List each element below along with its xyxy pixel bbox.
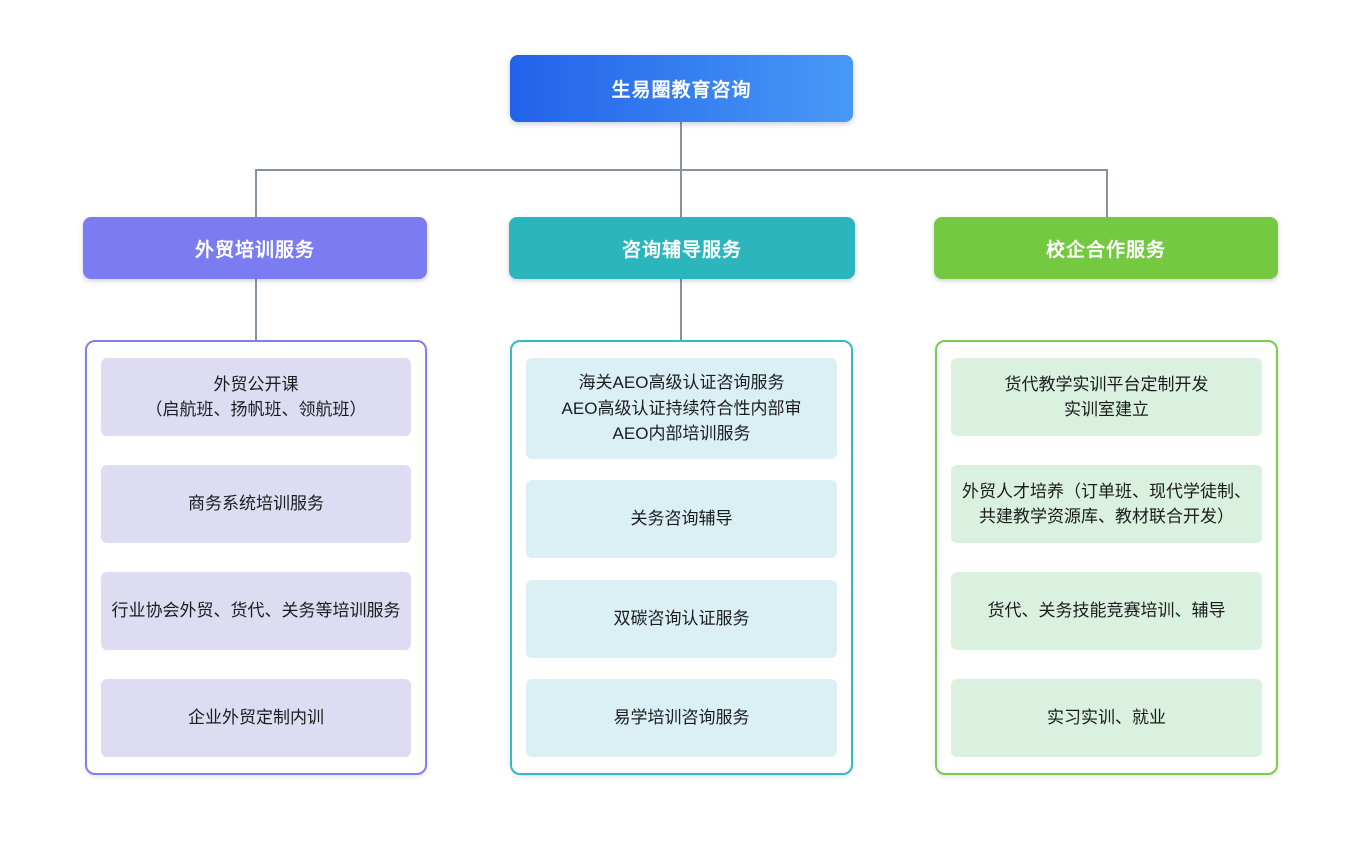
branch-header-label: 咨询辅导服务	[621, 239, 742, 261]
root-node-label: 生易圈教育咨询	[611, 80, 752, 101]
node-item: 企业外贸定制内训	[101, 679, 411, 757]
connector-drop-branch-1	[255, 169, 257, 217]
node-item: 外贸人才培养（订单班、现代学徒制、共建教学资源库、教材联合开发）	[951, 465, 1262, 543]
node-item: 行业协会外贸、货代、关务等培训服务	[101, 572, 411, 650]
node-item: 海关AEO高级认证咨询服务 AEO高级认证持续符合性内部审 AEO内部培训服务	[526, 358, 837, 459]
node-item: 货代、关务技能竞赛培训、辅导	[951, 572, 1262, 650]
node-item: 实习实训、就业	[951, 679, 1262, 757]
branch-container-foreign-trade-training: 外贸公开课 （启航班、扬帆班、领航班） 商务系统培训服务 行业协会外贸、货代、关…	[85, 340, 427, 775]
connector-drop-branch-3	[1106, 169, 1108, 217]
branch-container-school-enterprise-cooperation: 货代教学实训平台定制开发 实训室建立 外贸人才培养（订单班、现代学徒制、共建教学…	[935, 340, 1278, 775]
branch-header-foreign-trade-training: 外贸培训服务	[83, 217, 427, 279]
branch-header-label: 外贸培训服务	[194, 239, 315, 261]
node-item: 双碳咨询认证服务	[526, 579, 837, 658]
node-item: 易学培训咨询服务	[526, 679, 837, 757]
branch-header-label: 校企合作服务	[1045, 239, 1166, 261]
connector-drop-branch-2	[680, 169, 682, 217]
connector-root-vertical	[680, 121, 682, 170]
branch-header-school-enterprise-cooperation: 校企合作服务	[934, 217, 1278, 279]
branch-container-consulting-coaching: 海关AEO高级认证咨询服务 AEO高级认证持续符合性内部审 AEO内部培训服务 …	[510, 340, 853, 775]
branch-header-consulting-coaching: 咨询辅导服务	[509, 217, 855, 279]
node-item: 外贸公开课 （启航班、扬帆班、领航班）	[101, 358, 411, 436]
node-item: 关务咨询辅导	[526, 480, 837, 558]
node-item: 商务系统培训服务	[101, 465, 411, 543]
connector-header-drop-branch-2	[680, 279, 682, 341]
node-item: 货代教学实训平台定制开发 实训室建立	[951, 358, 1262, 436]
root-node: 生易圈教育咨询	[510, 55, 853, 122]
connector-header-drop-branch-1	[255, 279, 257, 341]
